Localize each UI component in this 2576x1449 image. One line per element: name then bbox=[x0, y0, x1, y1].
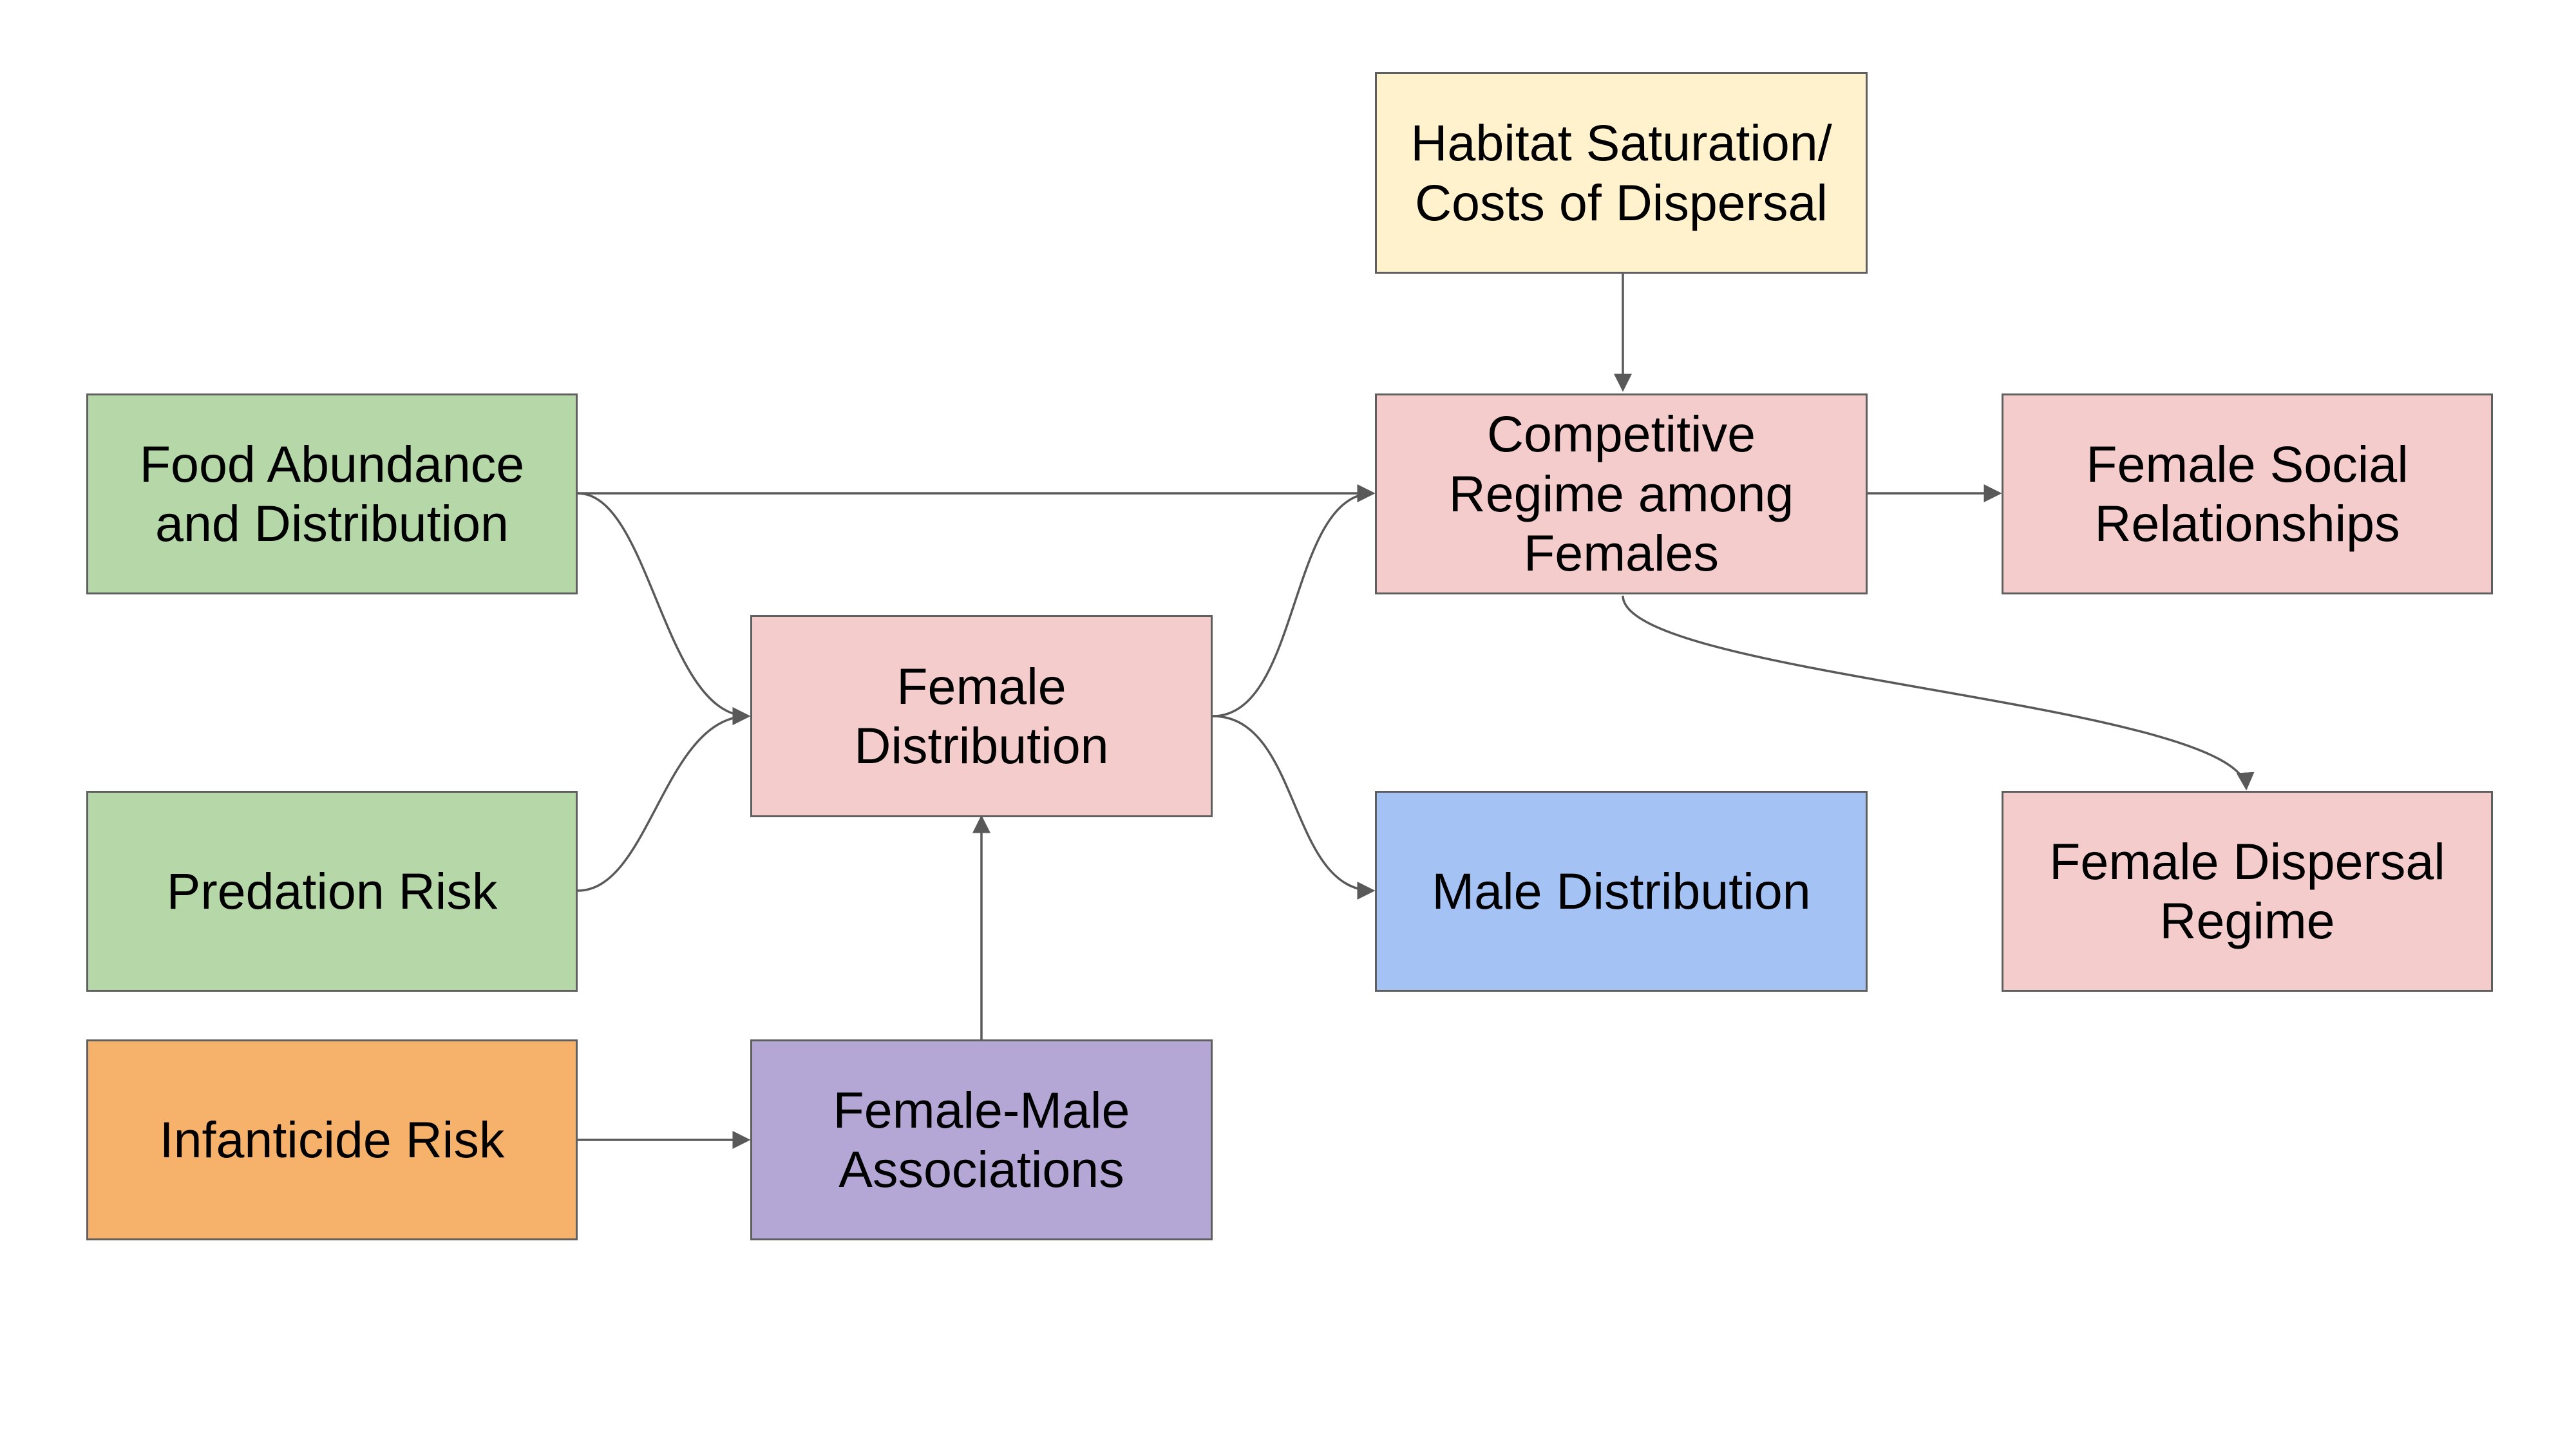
node-infanticide-risk: Infanticide Risk bbox=[86, 1039, 578, 1240]
edge-female-distribution-to-competitive bbox=[1212, 484, 1376, 717]
edge-female-distribution-to-male-distribution bbox=[1212, 715, 1376, 900]
node-female-male-associations: Female-Male Associations bbox=[750, 1039, 1213, 1240]
node-female-distribution: Female Distribution bbox=[750, 615, 1213, 817]
node-food-abundance-label: Food Abundance and Distribution bbox=[139, 435, 525, 552]
node-competitive-regime-label: Competitive Regime among Females bbox=[1448, 405, 1794, 582]
edge-competitive-to-dispersal bbox=[1622, 595, 2255, 791]
node-competitive-regime: Competitive Regime among Females bbox=[1375, 393, 1868, 594]
node-habitat-saturation: Habitat Saturation/ Costs of Dispersal bbox=[1375, 72, 1868, 274]
node-female-male-associations-label: Female-Male Associations bbox=[833, 1081, 1130, 1198]
node-female-dispersal-regime: Female Dispersal Regime bbox=[2002, 791, 2493, 992]
node-female-social-relationships-label: Female Social Relationships bbox=[2086, 435, 2409, 552]
edge-food-to-female-distribution bbox=[577, 492, 751, 725]
edge-predation-to-female-distribution bbox=[577, 707, 751, 892]
node-habitat-saturation-label: Habitat Saturation/ Costs of Dispersal bbox=[1410, 114, 1832, 231]
node-infanticide-risk-label: Infanticide Risk bbox=[159, 1110, 505, 1168]
node-predation-risk-label: Predation Risk bbox=[166, 862, 498, 920]
node-female-distribution-label: Female Distribution bbox=[854, 657, 1109, 774]
node-male-distribution-label: Male Distribution bbox=[1432, 862, 1811, 920]
node-female-dispersal-regime-label: Female Dispersal Regime bbox=[2049, 832, 2445, 949]
node-food-abundance: Food Abundance and Distribution bbox=[86, 393, 578, 594]
node-predation-risk: Predation Risk bbox=[86, 791, 578, 992]
node-female-social-relationships: Female Social Relationships bbox=[2002, 393, 2493, 594]
node-male-distribution: Male Distribution bbox=[1375, 791, 1868, 992]
